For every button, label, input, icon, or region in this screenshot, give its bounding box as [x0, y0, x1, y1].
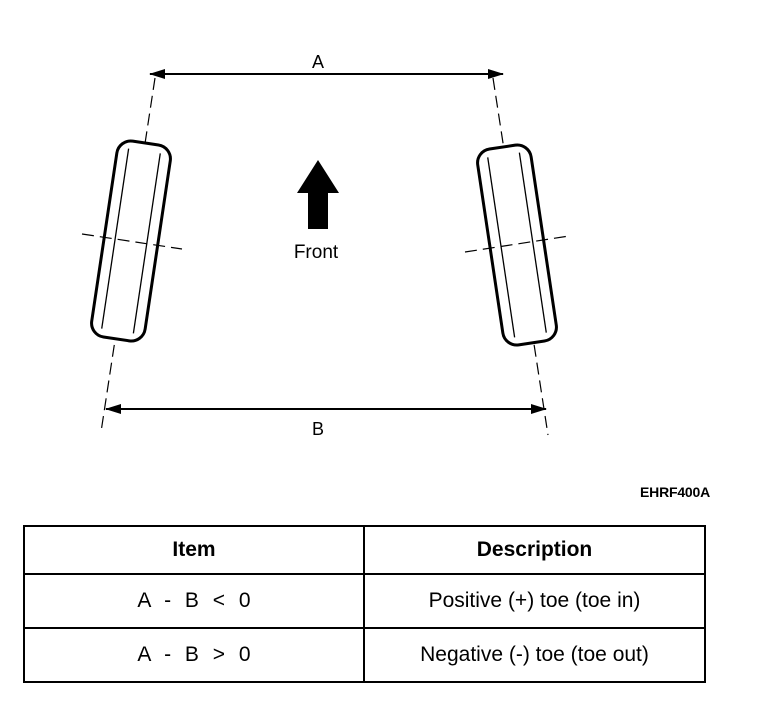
- figure-code: EHRF400A: [640, 484, 710, 500]
- row-description: Positive (+) toe (toe in): [363, 573, 706, 629]
- label-b: B: [312, 419, 324, 439]
- header-item: Item: [23, 525, 365, 575]
- row-item: A - B < 0: [23, 573, 365, 629]
- header-description: Description: [363, 525, 706, 575]
- toe-spec-table: Item Description A - B < 0 Positive (+) …: [23, 525, 706, 683]
- table-row: A - B < 0 Positive (+) toe (toe in): [23, 573, 706, 629]
- table-row: A - B > 0 Negative (-) toe (toe out): [23, 627, 706, 683]
- row-description: Negative (-) toe (toe out): [363, 627, 706, 683]
- row-item: A - B > 0: [23, 627, 365, 683]
- table-header-row: Item Description: [23, 525, 706, 575]
- right-wheel: [476, 143, 558, 347]
- label-a: A: [312, 52, 324, 72]
- left-wheel-center-line: [100, 77, 156, 433]
- left-wheel: [90, 139, 172, 343]
- front-arrow-icon: [297, 160, 339, 229]
- front-label: Front: [294, 242, 339, 263]
